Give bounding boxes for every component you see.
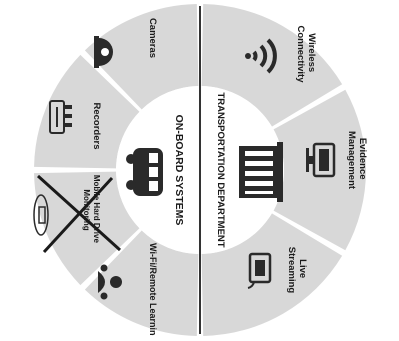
streaming-icon bbox=[247, 252, 272, 289]
recorder-icon bbox=[49, 100, 72, 134]
hard-drive-label-line: Monitoring bbox=[82, 189, 91, 230]
segment-cameras bbox=[84, 4, 199, 110]
segment-recorders bbox=[34, 54, 140, 169]
segment-label-wifi: Wireless Connectivity bbox=[295, 25, 317, 83]
wifi-icon bbox=[245, 38, 277, 74]
bus-icon bbox=[126, 148, 163, 196]
segment-label-streaming: Live Streaming bbox=[286, 247, 308, 294]
segment-label-recorders: Recorders bbox=[91, 103, 102, 150]
evidence-label-line: Management bbox=[346, 131, 357, 190]
right-title: TRANSPORTATION DEPARTMENT bbox=[215, 92, 226, 247]
left-title: ON-BOARD SYSTEMS bbox=[173, 115, 185, 226]
streaming-label-line: Streaming bbox=[286, 247, 297, 294]
wifi-label-line: Connectivity bbox=[295, 25, 306, 83]
segment-streaming bbox=[201, 213, 343, 336]
crossed-out-mark bbox=[42, 176, 114, 254]
building-icon bbox=[239, 142, 283, 202]
streaming-label-line: Live bbox=[297, 259, 308, 278]
segment-remote-learning bbox=[84, 230, 199, 336]
hard-drive-label-line: Mobile Hard Drive bbox=[92, 175, 101, 244]
segment-label-hard-drive: Mobile Hard Drive Monitoring bbox=[82, 175, 101, 245]
camera-icon bbox=[94, 36, 113, 68]
evidence-label-line: Evidence bbox=[357, 138, 368, 180]
segment-label-evidence: Evidence Management bbox=[346, 131, 368, 190]
computer-icon bbox=[306, 142, 336, 178]
segment-label-cameras: Cameras bbox=[147, 18, 158, 58]
segment-label-remote-learning: Wi-Fi/Remote Learning bbox=[148, 243, 158, 336]
hard-drive-icon bbox=[33, 194, 49, 236]
remote-learning-icon bbox=[98, 264, 122, 300]
wifi-label-line: Wireless bbox=[306, 33, 317, 72]
segment-hard-drive bbox=[34, 171, 140, 286]
